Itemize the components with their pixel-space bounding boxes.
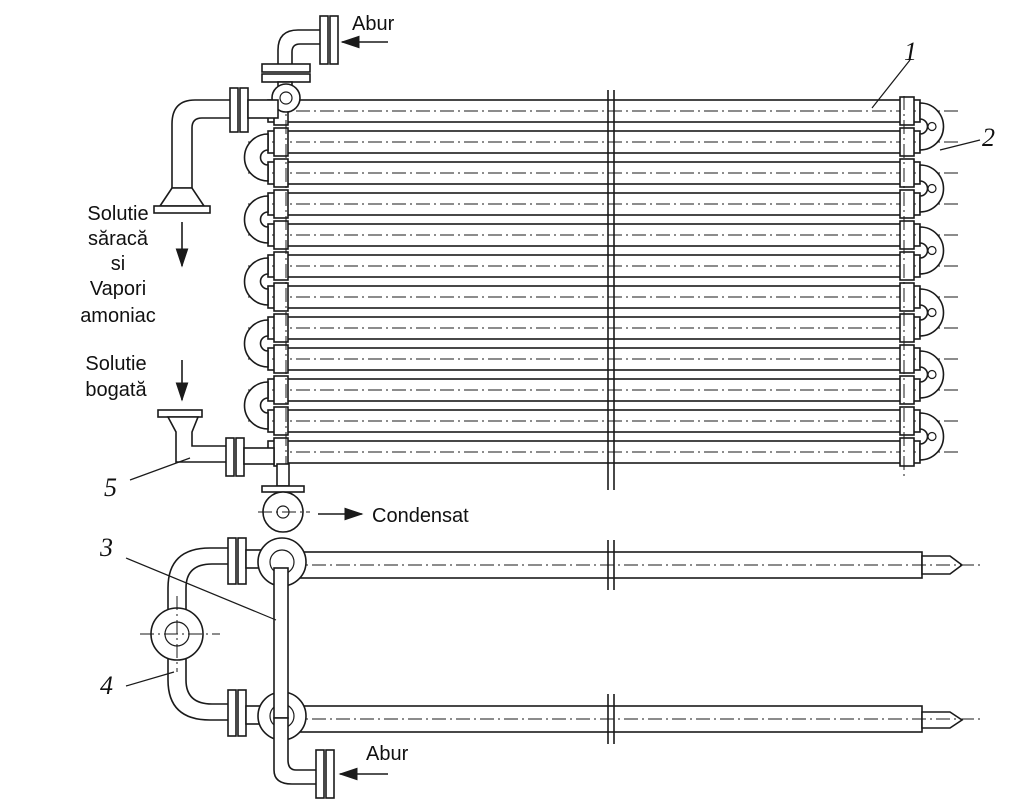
return-bend-left xyxy=(243,257,269,306)
tube-fitting-right xyxy=(899,313,915,343)
return-bend-right xyxy=(919,288,945,337)
tube-fitting-right xyxy=(899,344,915,374)
vertical-steam-pipe xyxy=(273,567,289,719)
tube-fitting-left xyxy=(273,406,289,436)
bend-center xyxy=(927,307,937,318)
tube-fitting-left xyxy=(273,220,289,250)
bend-center xyxy=(927,369,937,380)
condensate-outlet xyxy=(258,463,364,533)
tube-fitting-left xyxy=(273,158,289,188)
tube-fitting-right xyxy=(899,375,915,405)
callout-leaders-top xyxy=(129,59,981,481)
lean-solution-outlet xyxy=(153,87,279,268)
bend-center xyxy=(927,431,937,442)
label-steam-bottom: Abur xyxy=(366,743,409,765)
tube-fitting-left xyxy=(273,313,289,343)
label-lean-solution-4: Vapori xyxy=(90,278,146,300)
tube-fitting-right xyxy=(899,282,915,312)
tube-fitting-right xyxy=(899,127,915,157)
tube-fitting-left xyxy=(273,251,289,281)
tube-fitting-right xyxy=(899,220,915,250)
label-steam-top: Abur xyxy=(352,13,395,35)
callout-3: 3 xyxy=(99,533,113,562)
label-lean-solution-3: si xyxy=(111,253,125,275)
rich-solution-inlet xyxy=(157,360,275,477)
label-lean-solution-2: săracă xyxy=(88,228,149,250)
tube-bundle-top-view xyxy=(243,90,960,490)
return-bend-left xyxy=(243,319,269,368)
tube-fitting-right xyxy=(899,437,915,467)
label-rich-solution-2: bogată xyxy=(85,379,147,401)
tube-fitting-right xyxy=(899,96,915,126)
tube-fitting-left xyxy=(273,127,289,157)
tube-fitting-left xyxy=(273,344,289,374)
label-condensate: Condensat xyxy=(372,505,469,527)
tube-fitting-left xyxy=(273,375,289,405)
return-bend-right xyxy=(919,102,945,151)
tube-fitting-right xyxy=(899,189,915,219)
steam-inlet-top xyxy=(261,15,388,113)
callout-5: 5 xyxy=(104,473,117,502)
return-bend-right xyxy=(919,412,945,461)
return-bend-left xyxy=(243,195,269,244)
return-bend-right xyxy=(919,350,945,399)
callout-leaders-side xyxy=(125,557,277,687)
callout-4: 4 xyxy=(100,671,113,700)
tube-fitting-left xyxy=(273,282,289,312)
return-bend-right xyxy=(919,226,945,275)
tube-fitting-right xyxy=(899,158,915,188)
return-bend-left xyxy=(243,381,269,430)
return-bend-left xyxy=(243,133,269,182)
label-rich-solution-1: Solutie xyxy=(85,353,146,375)
bend-center xyxy=(927,121,937,132)
callout-2: 2 xyxy=(982,123,995,152)
bend-center xyxy=(927,183,937,194)
callout-1: 1 xyxy=(904,37,917,66)
tube-fitting-right xyxy=(899,406,915,436)
label-lean-solution-1: Solutie xyxy=(87,203,148,225)
label-lean-solution-5: amoniac xyxy=(80,305,156,327)
return-bend-right xyxy=(919,164,945,213)
tube-fitting-right xyxy=(899,251,915,281)
tube-fitting-left xyxy=(273,189,289,219)
side-view xyxy=(140,537,980,799)
bend-center xyxy=(927,245,937,256)
